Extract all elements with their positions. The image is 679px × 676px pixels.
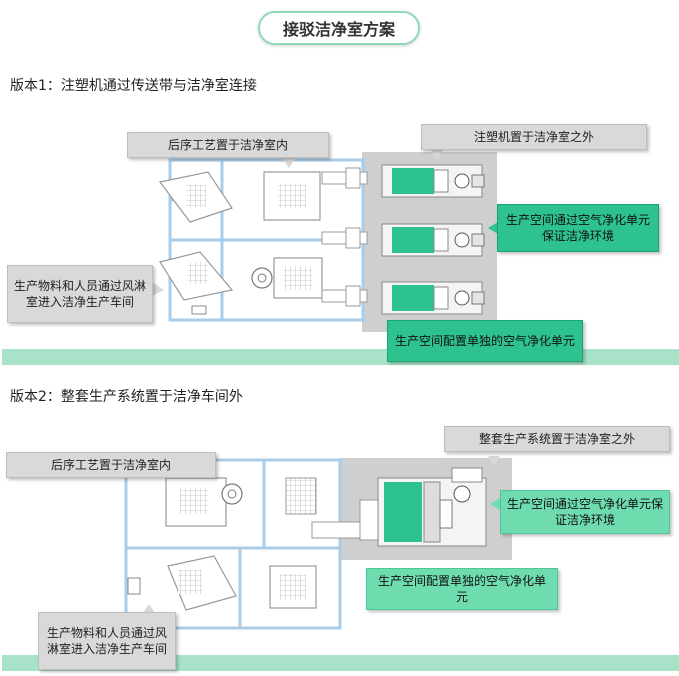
v2-callout-separate-air-unit: 生产空间配置单独的空气净化单元 (366, 568, 558, 610)
workbench (165, 477, 227, 527)
version1-floorplan (2, 148, 679, 365)
v1-callout-post-process: 后序工艺置于洁净室内 (127, 132, 329, 158)
injection-machines (381, 164, 485, 315)
cleanroom-walls (124, 458, 342, 630)
v1-callout-separate-air-unit: 生产空间配置单独的空气净化单元 (387, 320, 583, 362)
production-system (377, 467, 487, 547)
v1-callout-air-unit-clean: 生产空间通过空气净化单元保证洁净环境 (497, 204, 659, 252)
page-title: 接驳洁净室方案 (258, 11, 420, 45)
v1-callout-materials-entry: 生产物料和人员通过风淋室进入洁净生产车间 (7, 265, 153, 323)
v2-callout-air-unit-clean: 生产空间通过空气净化单元保证洁净环境 (500, 490, 670, 534)
v1-callout-machine-outside: 注塑机置于洁净室之外 (421, 124, 647, 150)
robot-arm (221, 483, 243, 505)
version2-heading: 版本2：整套生产系统置于洁净车间外 (10, 389, 243, 405)
v2-callout-materials-entry: 生产物料和人员通过风淋室进入洁净生产车间 (38, 612, 176, 670)
outside-zone (340, 458, 512, 560)
v2-callout-system-outside: 整套生产系统置于洁净室之外 (444, 426, 670, 452)
v2-callout-post-process: 后序工艺置于洁净室内 (6, 452, 216, 478)
version1-heading: 版本1：注塑机通过传送带与洁净室连接 (10, 78, 257, 94)
